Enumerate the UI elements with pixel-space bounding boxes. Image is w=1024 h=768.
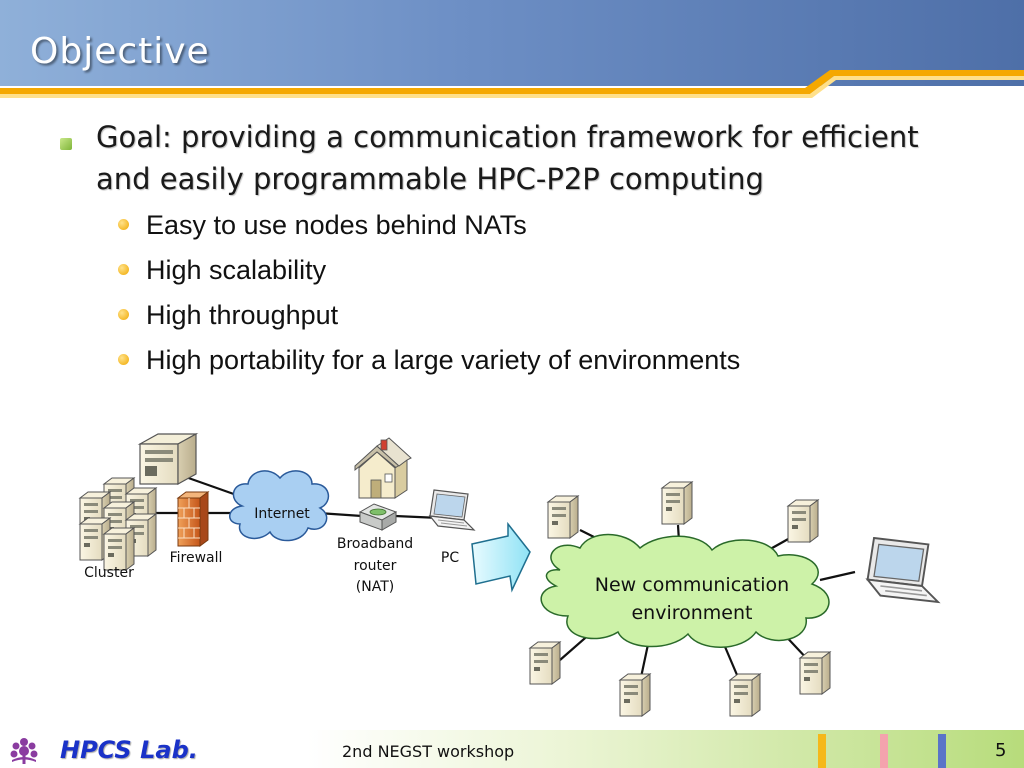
server-icon [661, 481, 693, 525]
sub-bullet-item: High throughput [118, 294, 740, 339]
router-label-line1: Broadband [336, 536, 414, 552]
cluster-label: Cluster [84, 565, 134, 581]
server-icon [619, 673, 651, 717]
square-bullet-icon [60, 138, 72, 150]
server-icon [799, 651, 831, 695]
sub-bullet-text: Easy to use nodes behind NATs [146, 210, 527, 240]
new-env-label-line2: environment [631, 602, 753, 624]
server-icon [729, 673, 761, 717]
page-number: 5 [995, 740, 1007, 761]
footer-stripe [938, 734, 946, 768]
laptop-icon [429, 489, 475, 531]
lab-name: HPCS Lab. [60, 736, 198, 764]
internet-label: Internet [254, 506, 310, 522]
house-icon [354, 437, 412, 499]
dot-bullet-icon [118, 309, 129, 320]
server-icon [529, 641, 561, 685]
workshop-name: 2nd NEGST workshop [342, 742, 515, 761]
router-label-line2: router [353, 558, 397, 574]
slide-title: Objective [30, 31, 210, 72]
sub-bullet-item: High scalability [118, 249, 740, 294]
cloud-icon [229, 470, 330, 542]
dot-bullet-icon [118, 264, 129, 275]
new-env-label-line1: New communication [594, 574, 790, 596]
server-icon [137, 432, 199, 486]
goal-bullet: Goal: providing a communication framewor… [56, 116, 976, 200]
goal-text: Goal: providing a communication framewor… [96, 120, 919, 196]
cluster-icon [79, 477, 157, 571]
sub-bullet-text: High scalability [146, 255, 327, 285]
laptop-icon [866, 537, 939, 603]
network-diagram: Internet Cluster Firewall Broadband rout… [0, 420, 1024, 730]
sub-bullet-item: High portability for a large variety of … [118, 339, 740, 384]
sub-bullet-item: Easy to use nodes behind NATs [118, 204, 740, 249]
footer-stripe [818, 734, 826, 768]
sub-bullet-text: High portability for a large variety of … [146, 345, 741, 375]
dot-bullet-icon [118, 354, 129, 365]
sub-bullet-list: Easy to use nodes behind NATs High scala… [118, 204, 740, 384]
router-label-line3: (NAT) [355, 579, 395, 595]
footer: HPCS Lab. 2nd NEGST workshop 5 [0, 730, 1024, 768]
firewall-icon [176, 491, 210, 547]
router-icon [358, 503, 398, 531]
dot-bullet-icon [118, 219, 129, 230]
server-icon [547, 495, 579, 539]
pc-label: PC [440, 550, 460, 566]
cloud-icon [540, 533, 830, 648]
firewall-label: Firewall [169, 550, 223, 566]
title-accent-line [0, 70, 1024, 98]
sub-bullet-text: High throughput [146, 300, 339, 330]
crest-logo-icon [10, 738, 38, 764]
network-diagram-graphics [79, 432, 939, 717]
arrow-icon [471, 521, 531, 593]
footer-stripe [880, 734, 888, 768]
server-icon [787, 499, 819, 543]
